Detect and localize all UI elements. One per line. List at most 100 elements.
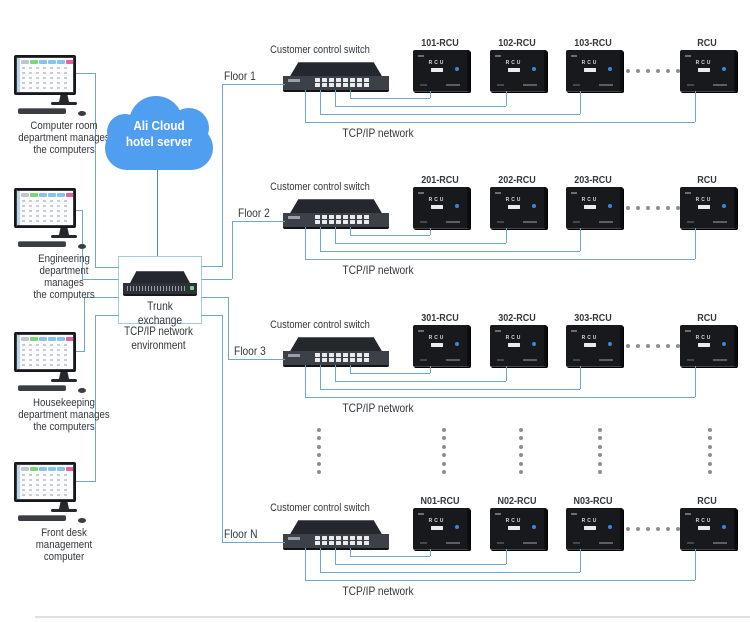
connection-line	[320, 572, 580, 573]
switch-brand-mark	[288, 79, 300, 82]
connection-line	[157, 170, 158, 256]
switch-label: Customer control switch	[270, 44, 370, 56]
rcu-led-icon	[608, 525, 612, 529]
rcu-label: 303-RCU	[574, 313, 612, 324]
rcu-footprint-text	[497, 221, 504, 223]
screen-row	[22, 77, 71, 79]
connection-line	[320, 365, 321, 389]
monitor-icon	[14, 462, 76, 502]
screen-row	[22, 354, 71, 356]
switch-label: Customer control switch	[270, 502, 370, 514]
rcu-faceplate: RCU	[503, 61, 525, 72]
rcu-device-text: RCU	[428, 60, 446, 66]
rcu-led-icon	[608, 67, 612, 71]
rcu-label: 203-RCU	[574, 175, 612, 186]
rcu-footprint-text	[523, 359, 537, 361]
connection-line	[695, 549, 696, 580]
rcu-display	[584, 68, 596, 72]
switch-brand-mark	[288, 354, 300, 357]
network-environment-label: TCP/IP network environment	[124, 324, 193, 352]
continuation-dots-horizontal	[626, 344, 680, 348]
computer-label: Engineering department manages the compu…	[33, 253, 95, 301]
customer-control-switch-device	[283, 199, 389, 229]
connection-line	[335, 106, 506, 107]
rcu-device: RCU	[566, 187, 623, 229]
connection-line	[350, 373, 430, 374]
connection-line	[95, 73, 96, 268]
continuation-dots-vertical-column	[598, 428, 602, 474]
monitor-icon	[14, 188, 76, 228]
connection-line	[350, 548, 351, 556]
rcu-device-text: RCU	[695, 335, 713, 341]
rcu-device: RCU	[490, 325, 547, 367]
rcu-footprint-text	[713, 359, 727, 361]
computer-label: Front desk management computer	[35, 527, 93, 563]
rcu-led-icon	[722, 525, 726, 529]
trunk-switch-ports	[127, 286, 187, 291]
rcu-display	[698, 526, 710, 530]
switch-ports	[315, 215, 369, 224]
rcu-footprint-text	[523, 221, 537, 223]
rcu-footprint-text	[446, 221, 460, 223]
rcu-led-icon	[532, 525, 536, 529]
rcu-faceplate: RCU	[426, 198, 448, 209]
rcu-footprint-text	[713, 542, 727, 544]
switch-top-face	[289, 199, 383, 215]
screen-toolbar	[21, 337, 73, 341]
rcu-device-text: RCU	[505, 60, 523, 66]
rcu-corner-mark	[495, 330, 501, 332]
connection-line	[95, 315, 96, 482]
continuation-dots-horizontal	[626, 69, 680, 73]
rcu-footprint-text	[523, 542, 537, 544]
floor-row: Floor N Customer control switch N01-RCU …	[0, 496, 750, 604]
keyboard-icon	[18, 515, 66, 521]
rcu-device-text: RCU	[581, 335, 599, 341]
computer-label: Housekeeping department manages the comp…	[18, 397, 110, 433]
mouse-icon	[78, 518, 86, 523]
continuation-dots-vertical-column	[442, 428, 446, 474]
keyboard-icon	[18, 385, 66, 391]
rcu-led-icon	[455, 342, 459, 346]
monitor-screen	[17, 465, 73, 499]
connection-line	[506, 549, 507, 564]
connection-line	[222, 315, 223, 542]
screen-row	[22, 364, 71, 366]
rcu-device-text: RCU	[505, 518, 523, 524]
connection-line	[305, 122, 695, 123]
switch-front-face	[283, 213, 389, 229]
rcu-device: RCU	[413, 325, 470, 367]
connection-line	[335, 90, 336, 106]
rcu-device: RCU	[566, 325, 623, 367]
connection-line	[335, 381, 506, 382]
switch-label: Customer control switch	[270, 181, 370, 193]
rcu-device-text: RCU	[428, 335, 446, 341]
rcu-footprint-text	[573, 221, 580, 223]
connection-line	[84, 297, 118, 298]
screen-row	[22, 200, 71, 202]
connection-line	[350, 365, 351, 373]
connection-line	[305, 580, 695, 581]
continuation-dots-vertical-column	[317, 428, 321, 474]
connection-line	[305, 227, 306, 259]
rcu-device: RCU	[680, 187, 737, 229]
rcu-faceplate: RCU	[426, 336, 448, 347]
rcu-corner-mark	[571, 192, 577, 194]
monitor-stand	[59, 95, 69, 102]
connection-line	[305, 365, 306, 397]
rcu-led-icon	[608, 342, 612, 346]
rcu-device: RCU	[413, 187, 470, 229]
rcu-footprint-text	[687, 221, 694, 223]
cloud-label: Ali Cloud hotel server	[125, 118, 193, 150]
connection-line	[335, 564, 506, 565]
rcu-device: RCU	[490, 50, 547, 92]
rcu-display	[584, 343, 596, 347]
trunk-exchange-label: Trunk exchange	[137, 299, 183, 327]
continuation-dots-horizontal	[626, 527, 680, 531]
rcu-device: RCU	[413, 508, 470, 550]
customer-control-switch-device	[283, 337, 389, 367]
monitor-screen	[17, 335, 73, 369]
rcu-device: RCU	[490, 187, 547, 229]
rcu-faceplate: RCU	[579, 336, 601, 347]
rcu-device-text: RCU	[505, 335, 523, 341]
screen-row	[22, 87, 71, 89]
